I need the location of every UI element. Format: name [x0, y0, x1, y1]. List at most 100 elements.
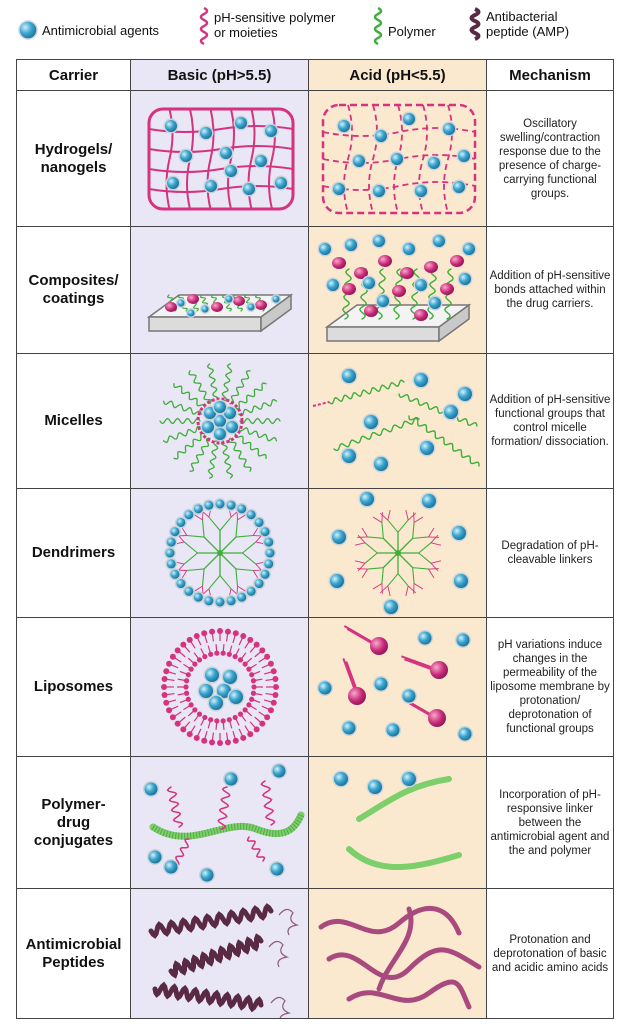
antimicrobial-agent-sphere — [433, 235, 445, 247]
antimicrobial-agent-sphere — [237, 592, 247, 602]
antimicrobial-agent-sphere — [215, 597, 225, 607]
antimicrobial-agent-sphere — [403, 113, 415, 125]
lipid-tail — [255, 678, 263, 681]
antimicrobial-agent-sphere — [215, 499, 225, 509]
antimicrobial-agent-sphere — [330, 574, 344, 588]
antimicrobial-agent-sphere — [204, 407, 216, 419]
polymer-strand — [188, 370, 212, 405]
dendrimer-branch — [203, 536, 221, 554]
dendrimer-branch — [412, 567, 429, 570]
lipid-head — [272, 691, 279, 698]
antimicrobial-agent-sphere — [220, 147, 232, 159]
dendrimer-branch — [387, 519, 399, 533]
antimicrobial-agent-sphere — [254, 517, 264, 527]
lipid-head — [249, 696, 255, 702]
lipid-head — [217, 740, 223, 746]
polymer-strand — [207, 440, 219, 479]
legend-label: pH-sensitive polymer or moieties — [214, 10, 336, 40]
polymer-strand — [234, 382, 267, 410]
polymer-backbone — [151, 813, 305, 840]
lipid-head — [166, 707, 173, 714]
polymer-strand — [427, 268, 437, 320]
ph-moiety — [211, 302, 223, 312]
lipid-tail — [265, 692, 274, 696]
polymer-strand — [148, 165, 294, 173]
polymer-strand — [162, 400, 202, 415]
pH-cleavable-linker — [407, 512, 417, 521]
lipid-head — [185, 672, 191, 678]
lipid-head — [193, 734, 200, 741]
antimicrobial-agent-sphere — [224, 407, 236, 419]
lipid-tail — [246, 710, 253, 717]
antimicrobial-agent-sphere — [229, 690, 243, 704]
lipid-tail — [244, 641, 250, 649]
polymer-strand — [239, 417, 281, 425]
carrier-label: Micelles — [16, 353, 131, 489]
peptide-acid-illustration — [308, 888, 487, 1019]
lipid-head — [169, 714, 176, 721]
lipid-tail — [211, 732, 215, 741]
antimicrobial-agent-sphere — [164, 860, 178, 874]
lipid-head — [232, 737, 239, 744]
lipid-tail — [249, 645, 256, 653]
antimicrobial-agent-sphere — [319, 243, 331, 255]
lipid-head — [183, 684, 189, 690]
row-dendrimers: Dendrimers Degradation of pH-cleavable l… — [16, 488, 614, 618]
dendrimer-branch — [235, 568, 254, 572]
antimicrobial-agent-sphere — [167, 177, 179, 189]
polymer-strand — [229, 370, 251, 405]
antimicrobial-agent-sphere — [402, 772, 416, 786]
lipid-head — [192, 661, 198, 667]
antimicrobial-agent-sphere — [327, 279, 339, 291]
ph-moiety — [424, 261, 438, 273]
lipid-tail — [184, 721, 191, 729]
antimicrobial-agent-sphere — [177, 299, 185, 307]
lipid-head — [185, 696, 191, 702]
amp-helix — [148, 903, 274, 939]
amp-coil — [346, 979, 472, 1010]
antimicrobial-agent-sphere — [166, 559, 176, 569]
antimicrobial-agent-sphere — [144, 782, 158, 796]
antimicrobial-agent-sphere — [386, 723, 400, 737]
antimicrobial-agent-sphere — [193, 592, 203, 602]
dendrimer-branch — [208, 516, 221, 531]
lipid-head — [161, 691, 168, 698]
antimicrobial-agent-sphere — [205, 668, 219, 682]
antimicrobial-agent-sphere — [176, 517, 186, 527]
dendrimer-branch — [186, 568, 205, 572]
ph-moiety — [364, 305, 378, 317]
polymer-strand — [343, 104, 353, 214]
pH-cleavable-linker — [387, 585, 391, 597]
sphere-icon — [18, 20, 38, 40]
antimicrobial-agent-sphere — [402, 689, 416, 703]
antimicrobial-agent-sphere — [443, 123, 455, 135]
lipid-head — [192, 707, 198, 713]
antimicrobial-agent-sphere — [200, 127, 212, 139]
pH-cleavable-linker — [430, 562, 439, 572]
lipid-head — [273, 684, 279, 690]
lipid-tail — [255, 693, 263, 696]
pH-cleavable-linker — [428, 527, 435, 538]
lipid-head — [186, 731, 193, 738]
ph-moiety — [233, 296, 245, 306]
antimicrobial-agent-sphere — [368, 780, 382, 794]
lipid-head — [214, 718, 220, 724]
lipid-tail — [250, 705, 257, 711]
antimicrobial-agent-sphere — [345, 239, 357, 251]
carrier-label: Hydrogels/ nanogels — [16, 90, 131, 227]
polymer-strand — [398, 393, 478, 427]
lipid-head — [242, 661, 248, 667]
lipid-tail — [244, 725, 250, 733]
hydrogel-basic-illustration — [130, 90, 309, 227]
antimicrobial-agent-sphere — [260, 527, 270, 537]
lipid-head — [169, 653, 176, 660]
dendrimer-acid-illustration — [308, 488, 487, 618]
liposome-basic-illustration — [130, 617, 309, 757]
antimicrobial-agent-sphere — [338, 120, 350, 132]
antimicrobial-agent-sphere — [458, 727, 472, 741]
mechanism-text: Oscillatory swelling/contraction respons… — [486, 90, 614, 227]
dendrimer-branch — [183, 541, 198, 554]
row-peptides: Antimicrobial Peptides Protonation and d… — [16, 888, 614, 1019]
antimicrobial-agent-sphere — [342, 449, 356, 463]
antimicrobial-agent-sphere — [270, 862, 284, 876]
